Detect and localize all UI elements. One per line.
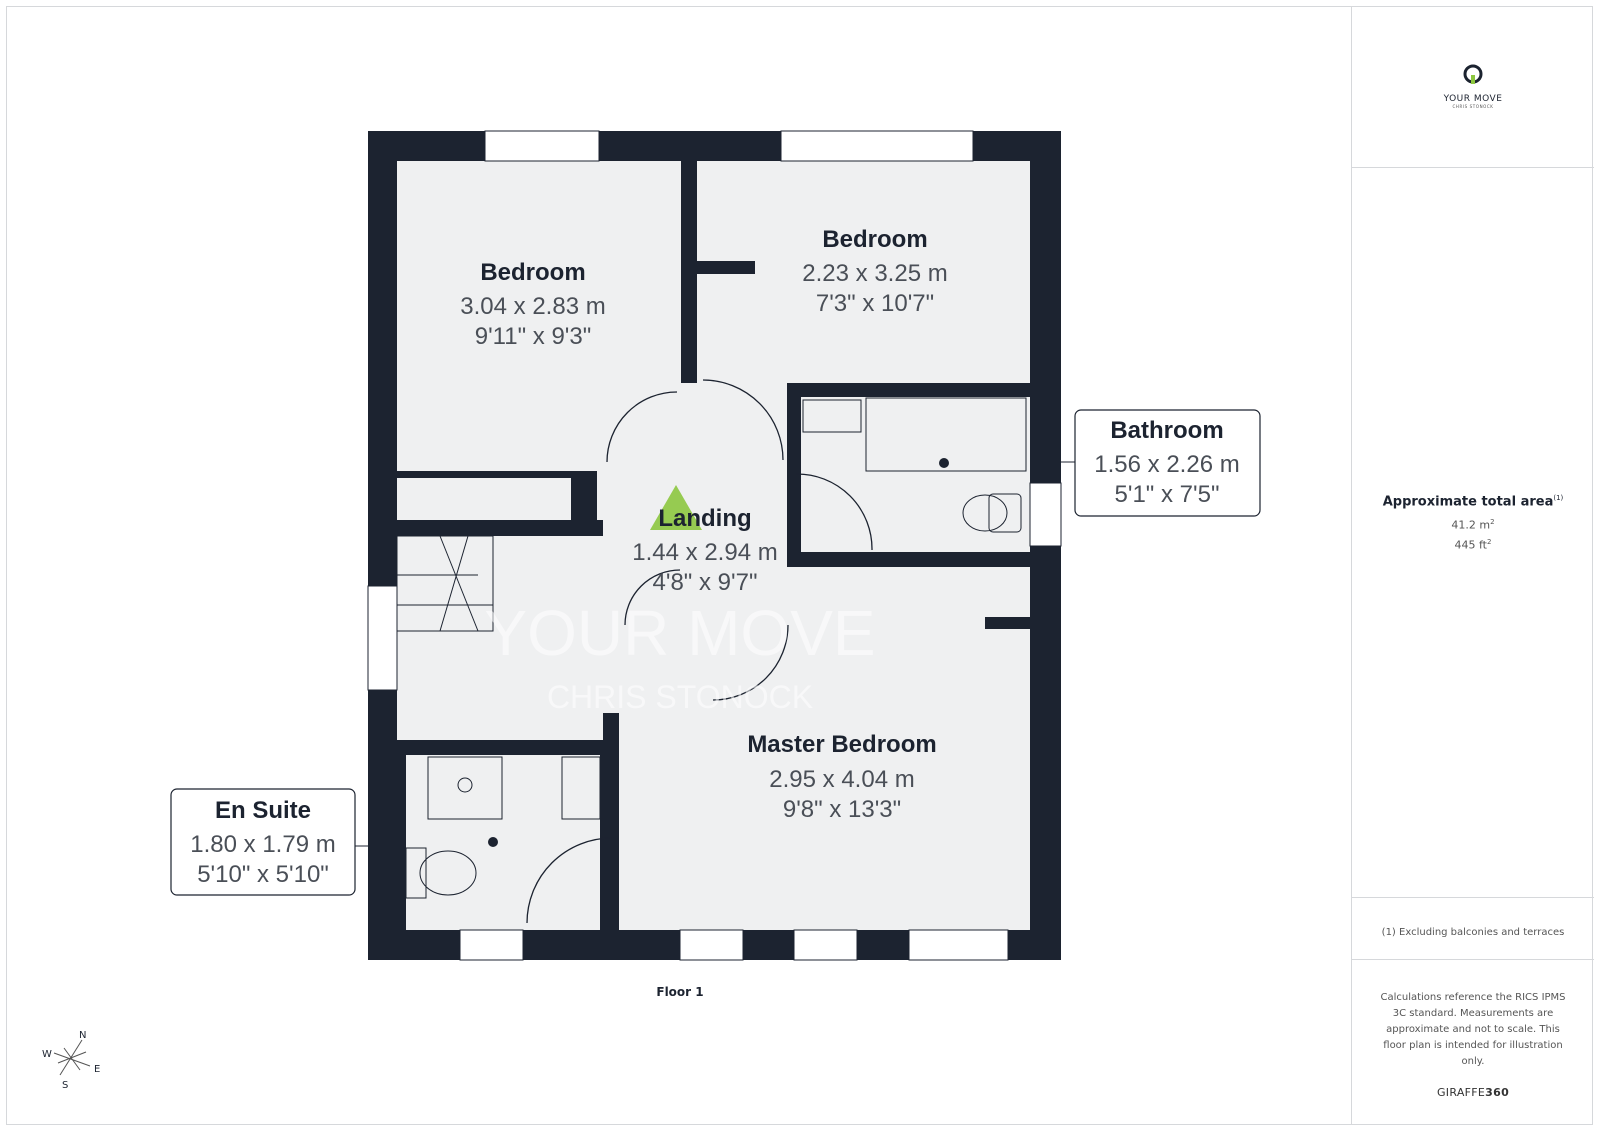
watermark-line2: CHRIS STONOCK [547, 679, 813, 715]
compass-w: W [42, 1049, 52, 1060]
room-name-bedroom-right: Bedroom [822, 226, 927, 253]
window-bottom-3 [793, 929, 858, 961]
giraffe-brand: GIRAFFE360 [1436, 1086, 1510, 1099]
door-master [712, 624, 789, 701]
area-title: Approximate total area(1) [1382, 494, 1564, 510]
disclaimer: Calculations reference the RICS IPMS 3C … [1380, 992, 1566, 1067]
room-name-master: Master Bedroom [747, 731, 936, 758]
window-bottom-4 [908, 929, 1009, 961]
info-sidebar: YOUR MOVE CHRIS STONOCK Approximate tota… [1351, 6, 1594, 1125]
room-metric-bedroom-left: 3.04 x 2.83 m [460, 293, 605, 320]
floor-landing-upper [697, 383, 787, 483]
area-imperial: 445 ft2 [1454, 537, 1492, 552]
door-bedroom-right [702, 379, 784, 461]
room-metric-landing: 1.44 x 2.94 m [632, 539, 777, 566]
ensuite-toilet-bowl [419, 850, 477, 896]
wall-master-divider [787, 552, 1030, 567]
wall-left-closet [697, 261, 755, 274]
floor-wardrobe-master [801, 567, 1030, 617]
sidebar-divider [1352, 959, 1594, 960]
bath-drain [939, 458, 949, 468]
door-stairs [624, 569, 681, 626]
wall-ensuite-top [397, 740, 603, 755]
room-imperial-bathroom: 5'1" x 7'5" [1115, 481, 1220, 508]
window-left [367, 585, 398, 691]
area-summary: Approximate total area(1) 41.2 m2 445 ft… [1352, 494, 1594, 552]
ensuite-shower [561, 756, 601, 820]
window-right [1029, 482, 1062, 547]
bath-basin [802, 399, 862, 433]
stair-line [439, 535, 479, 632]
sidebar-divider [1352, 167, 1594, 168]
wall-stairs-top [397, 520, 603, 536]
agency-logo: YOUR MOVE CHRIS STONOCK [1352, 64, 1594, 109]
compass-n: N [79, 1030, 86, 1041]
compass-s: S [62, 1080, 68, 1090]
logo-sub: CHRIS STONOCK [1452, 104, 1494, 109]
window-top-right [780, 130, 974, 162]
logo-mark-icon [1463, 64, 1483, 84]
room-name-bedroom-left: Bedroom [480, 259, 585, 286]
room-name-landing: Landing [658, 505, 751, 532]
floor-bathroom [801, 397, 1030, 552]
floor-master [619, 567, 1030, 930]
compass-needle [63, 1047, 81, 1071]
floor-ensuite [406, 755, 600, 930]
room-name-bathroom: Bathroom [1110, 417, 1223, 444]
compass: N W E S [42, 1030, 100, 1090]
door-bathroom [795, 473, 873, 551]
room-metric-master: 2.95 x 4.04 m [769, 766, 914, 793]
room-name-ensuite: En Suite [215, 797, 311, 824]
room-imperial-master: 9'8" x 13'3" [783, 796, 901, 823]
page-frame [6, 6, 1593, 1125]
callout-box-bathroom [1074, 409, 1261, 517]
window-bottom-1 [459, 929, 524, 961]
room-metric-ensuite: 1.80 x 1.79 m [190, 831, 335, 858]
room-imperial-bedroom-left: 9'11" x 9'3" [475, 323, 592, 350]
bath-toilet [988, 493, 1022, 533]
logo-brand: YOUR MOVE [1443, 94, 1503, 104]
stairs-flight [396, 535, 494, 632]
room-metric-bedroom-right: 2.23 x 3.25 m [802, 260, 947, 287]
area-footnote: (1) Excluding balconies and terraces [1381, 927, 1565, 938]
callout-box-ensuite [170, 788, 356, 896]
wall-master-stub [985, 617, 1030, 629]
room-imperial-landing: 4'8" x 9'7" [653, 569, 758, 596]
ensuite-drain [488, 837, 498, 847]
watermark-line1: YOUR MOVE [484, 597, 875, 669]
window-bottom-2 [679, 929, 744, 961]
floor-stairs [397, 536, 603, 740]
ensuite-basin-drain [457, 777, 473, 793]
floor-wardrobe-left [397, 478, 571, 520]
ensuite-basin [427, 756, 503, 820]
floor-plan: YOUR MOVE CHRIS STONOCK Bedroom 3.04 x 2… [170, 130, 1261, 961]
bath-toilet-bowl [962, 494, 1008, 532]
compass-e: E [94, 1064, 100, 1075]
sidebar-divider [1352, 897, 1594, 898]
door-bedroom-left [606, 391, 678, 463]
area-metric: 41.2 m2 [1451, 518, 1495, 532]
ensuite-toilet [405, 847, 427, 899]
floor-label: Floor 1 [656, 985, 704, 999]
viewpoint-marker [650, 485, 702, 530]
room-imperial-ensuite: 5'10" x 5'10" [197, 861, 329, 888]
compass-needle [57, 1051, 87, 1064]
room-imperial-bedroom-right: 7'3" x 10'7" [816, 290, 934, 317]
window-top-left [484, 130, 600, 162]
bath-tub [865, 397, 1027, 472]
room-metric-bathroom: 1.56 x 2.26 m [1094, 451, 1239, 478]
stair-line [439, 535, 469, 632]
door-ensuite [526, 837, 613, 924]
